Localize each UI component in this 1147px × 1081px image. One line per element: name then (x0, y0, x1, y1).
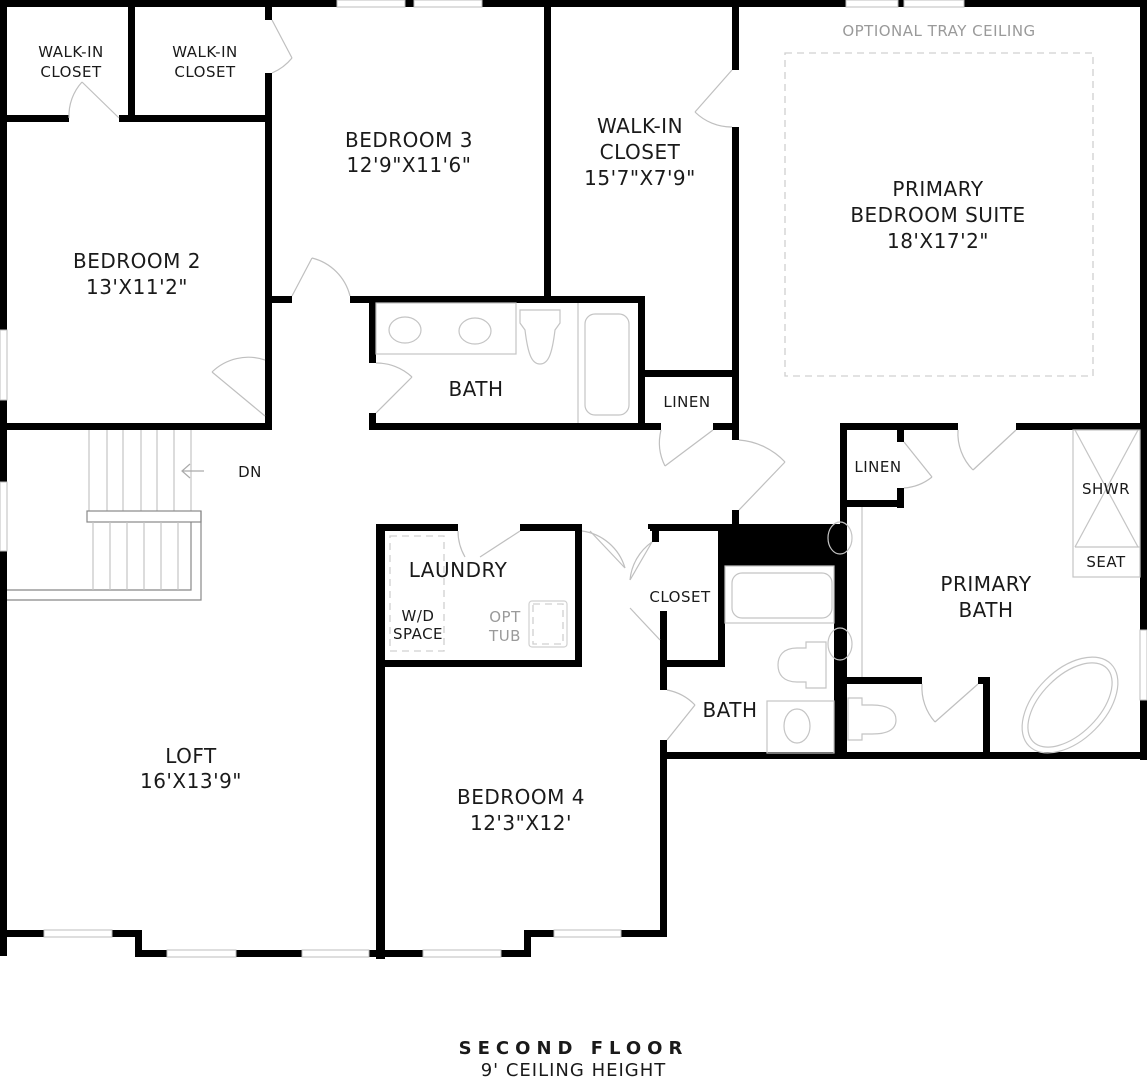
walkin-closet-1-label: WALK-IN (38, 43, 103, 61)
walkin-closet-2-label: WALK-IN (172, 43, 237, 61)
primary-suite-name-2: BEDROOM SUITE (850, 203, 1025, 227)
bedroom-2-name: BEDROOM 2 (73, 249, 201, 273)
bed4-bath-name: BATH (702, 698, 757, 722)
wd-space-label-2: SPACE (393, 625, 443, 643)
shower-label: SHWR (1082, 480, 1130, 498)
stairs-down-label: DN (238, 463, 262, 481)
primary-closet-name-2: CLOSET (600, 140, 681, 164)
loft-name: LOFT (165, 744, 217, 768)
walkin-closet-2-label-2: CLOSET (174, 63, 236, 81)
room-labels: WALK-IN CLOSET WALK-IN CLOSET BEDROOM 3 … (38, 22, 1130, 835)
walkin-closet-1-label-2: CLOSET (40, 63, 102, 81)
interior-walls (0, 0, 1147, 959)
arrow-left-icon (181, 463, 204, 479)
primary-bath-name-1: PRIMARY (940, 572, 1031, 596)
fixtures (375, 52, 1141, 754)
exterior-walls (0, 0, 1147, 957)
bedroom-4-name: BEDROOM 4 (457, 785, 585, 809)
floor-title: SECOND FLOOR (458, 1038, 689, 1059)
opt-tub-label-1: OPT (489, 608, 521, 626)
loft-size: 16'X13'9" (140, 769, 242, 793)
bedroom-4-size: 12'3"X12' (470, 811, 572, 835)
primary-closet-size: 15'7"X7'9" (584, 166, 696, 190)
bedroom-3-size: 12'9"X11'6" (347, 153, 472, 177)
staircase (7, 430, 204, 601)
hall-bath-name: BATH (448, 377, 503, 401)
wd-space-label-1: W/D (402, 607, 435, 625)
doors (68, 19, 1017, 741)
windows (0, 0, 1147, 958)
closet-bed4-name: CLOSET (649, 588, 711, 606)
ceiling-height-note: 9' CEILING HEIGHT (480, 1060, 667, 1081)
primary-suite-size: 18'X17'2" (887, 229, 989, 253)
primary-bath-name-2: BATH (958, 598, 1013, 622)
shower-seat-label: SEAT (1086, 553, 1126, 571)
laundry-name: LAUNDRY (409, 558, 508, 582)
primary-suite-name-1: PRIMARY (892, 177, 983, 201)
linen-primary-name: LINEN (854, 458, 901, 476)
primary-closet-name-1: WALK-IN (597, 114, 683, 138)
linen-hall-name: LINEN (663, 393, 710, 411)
tray-ceiling-note: OPTIONAL TRAY CEILING (842, 22, 1035, 40)
opt-tub-label-2: TUB (488, 627, 521, 645)
bedroom-2-size: 13'X11'2" (86, 275, 188, 299)
bedroom-3-name: BEDROOM 3 (345, 128, 473, 152)
